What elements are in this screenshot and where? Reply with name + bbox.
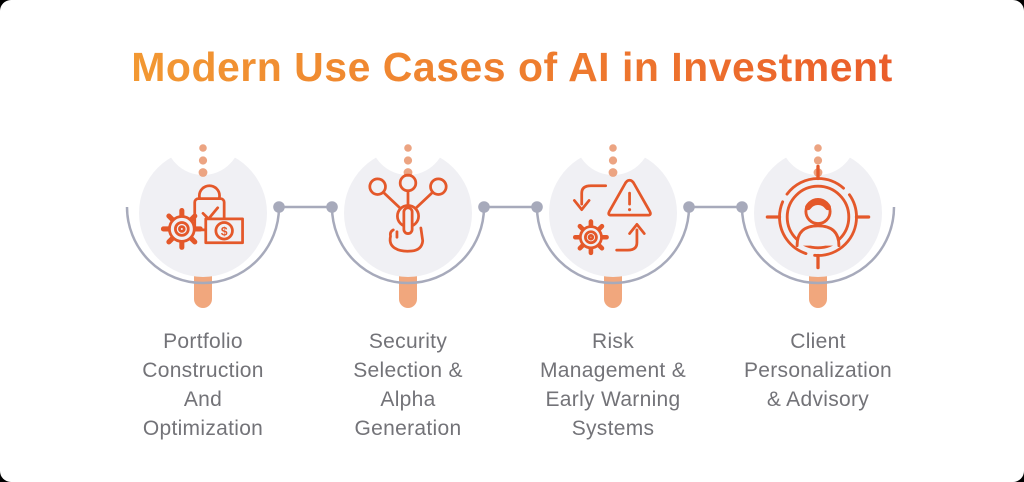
dollar-symbol: $ xyxy=(221,224,228,238)
page-title: Modern Use Cases of AI in Investment xyxy=(0,44,1024,91)
warning-gear-arrows-icon xyxy=(572,178,652,256)
connector-2-3 xyxy=(476,199,545,215)
node-label-client: Client Personalization & Advisory xyxy=(743,330,893,411)
node-label-risk: Risk Management & Early Warning Systems xyxy=(539,330,687,440)
person-target-icon xyxy=(765,164,871,270)
connector-1-2 xyxy=(271,199,340,215)
gear-lock-dollar-icon: $ xyxy=(160,184,244,250)
node-label-security: Security Selection & Alpha Generation xyxy=(353,330,463,440)
hand-selection-icon xyxy=(368,173,448,253)
connector-3-4 xyxy=(681,199,750,215)
node-label-portfolio: Portfolio Construction And Optimization xyxy=(142,330,264,440)
